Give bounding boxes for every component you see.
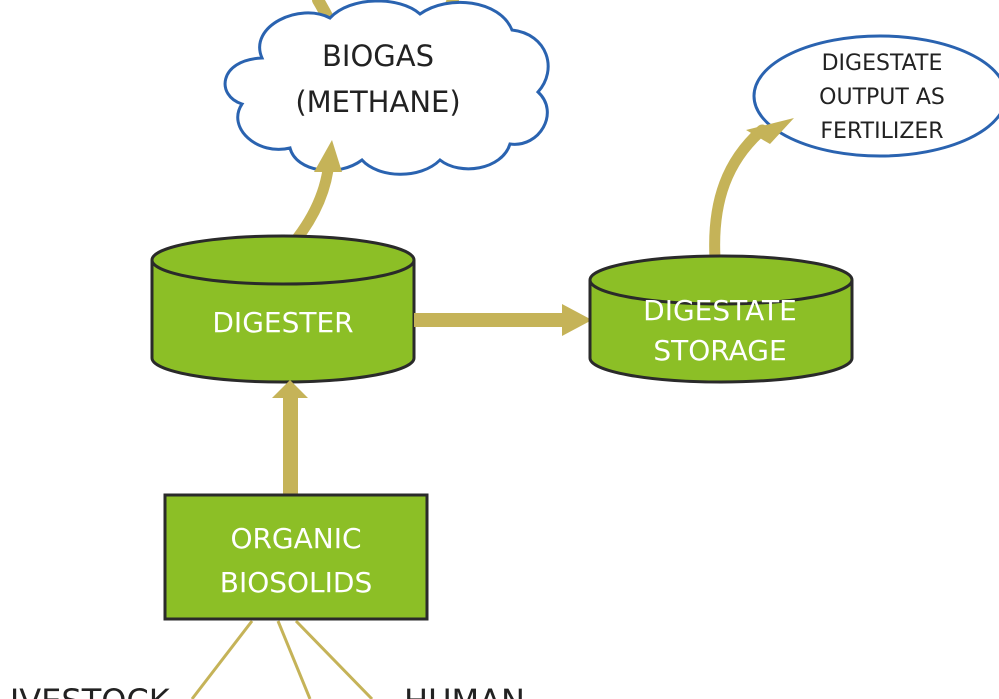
arrowhead-digester-to-storage [562,304,592,336]
digestate-output-line1: DIGESTATE [822,51,943,76]
digestate-storage-cylinder: DIGESTATE STORAGE [588,254,854,384]
organic-biosolids-box: ORGANIC BIOSOLIDS [163,493,429,621]
arrow-storage-to-output [709,124,768,264]
arrowhead-storage-to-output [746,118,794,144]
digestate-storage-line1: DIGESTATE [643,294,797,327]
input-line-livestock [190,620,254,699]
input-line-middle [276,620,312,699]
digester-label: DIGESTER [212,306,353,339]
digestate-storage-line2: STORAGE [653,334,786,367]
biogas-cloud: BIOGAS (METHANE) [223,0,550,176]
source-label-human: HUMAN [404,682,525,699]
arrowhead-digester-to-biogas [314,140,342,172]
input-line-human [294,619,374,699]
organic-biosolids-line1: ORGANIC [230,522,361,555]
biogas-label-line1: BIOGAS [322,39,434,73]
digester-cylinder: DIGESTER [150,234,416,384]
arrow-biosolids-to-digester-shaft [283,396,298,496]
organic-biosolids-line2: BIOSOLIDS [220,566,373,599]
digestate-output-ellipse: DIGESTATE OUTPUT AS FERTILIZER [752,34,999,158]
source-label-livestock: LIVESTOCK [0,682,171,699]
digestate-output-line3: FERTILIZER [820,119,943,144]
biogas-label-line2: (METHANE) [295,85,460,119]
digestate-output-line2: OUTPUT AS [819,85,945,110]
arrowhead-biosolids-to-digester [272,380,308,398]
arrow-digester-to-storage-shaft [414,313,564,327]
